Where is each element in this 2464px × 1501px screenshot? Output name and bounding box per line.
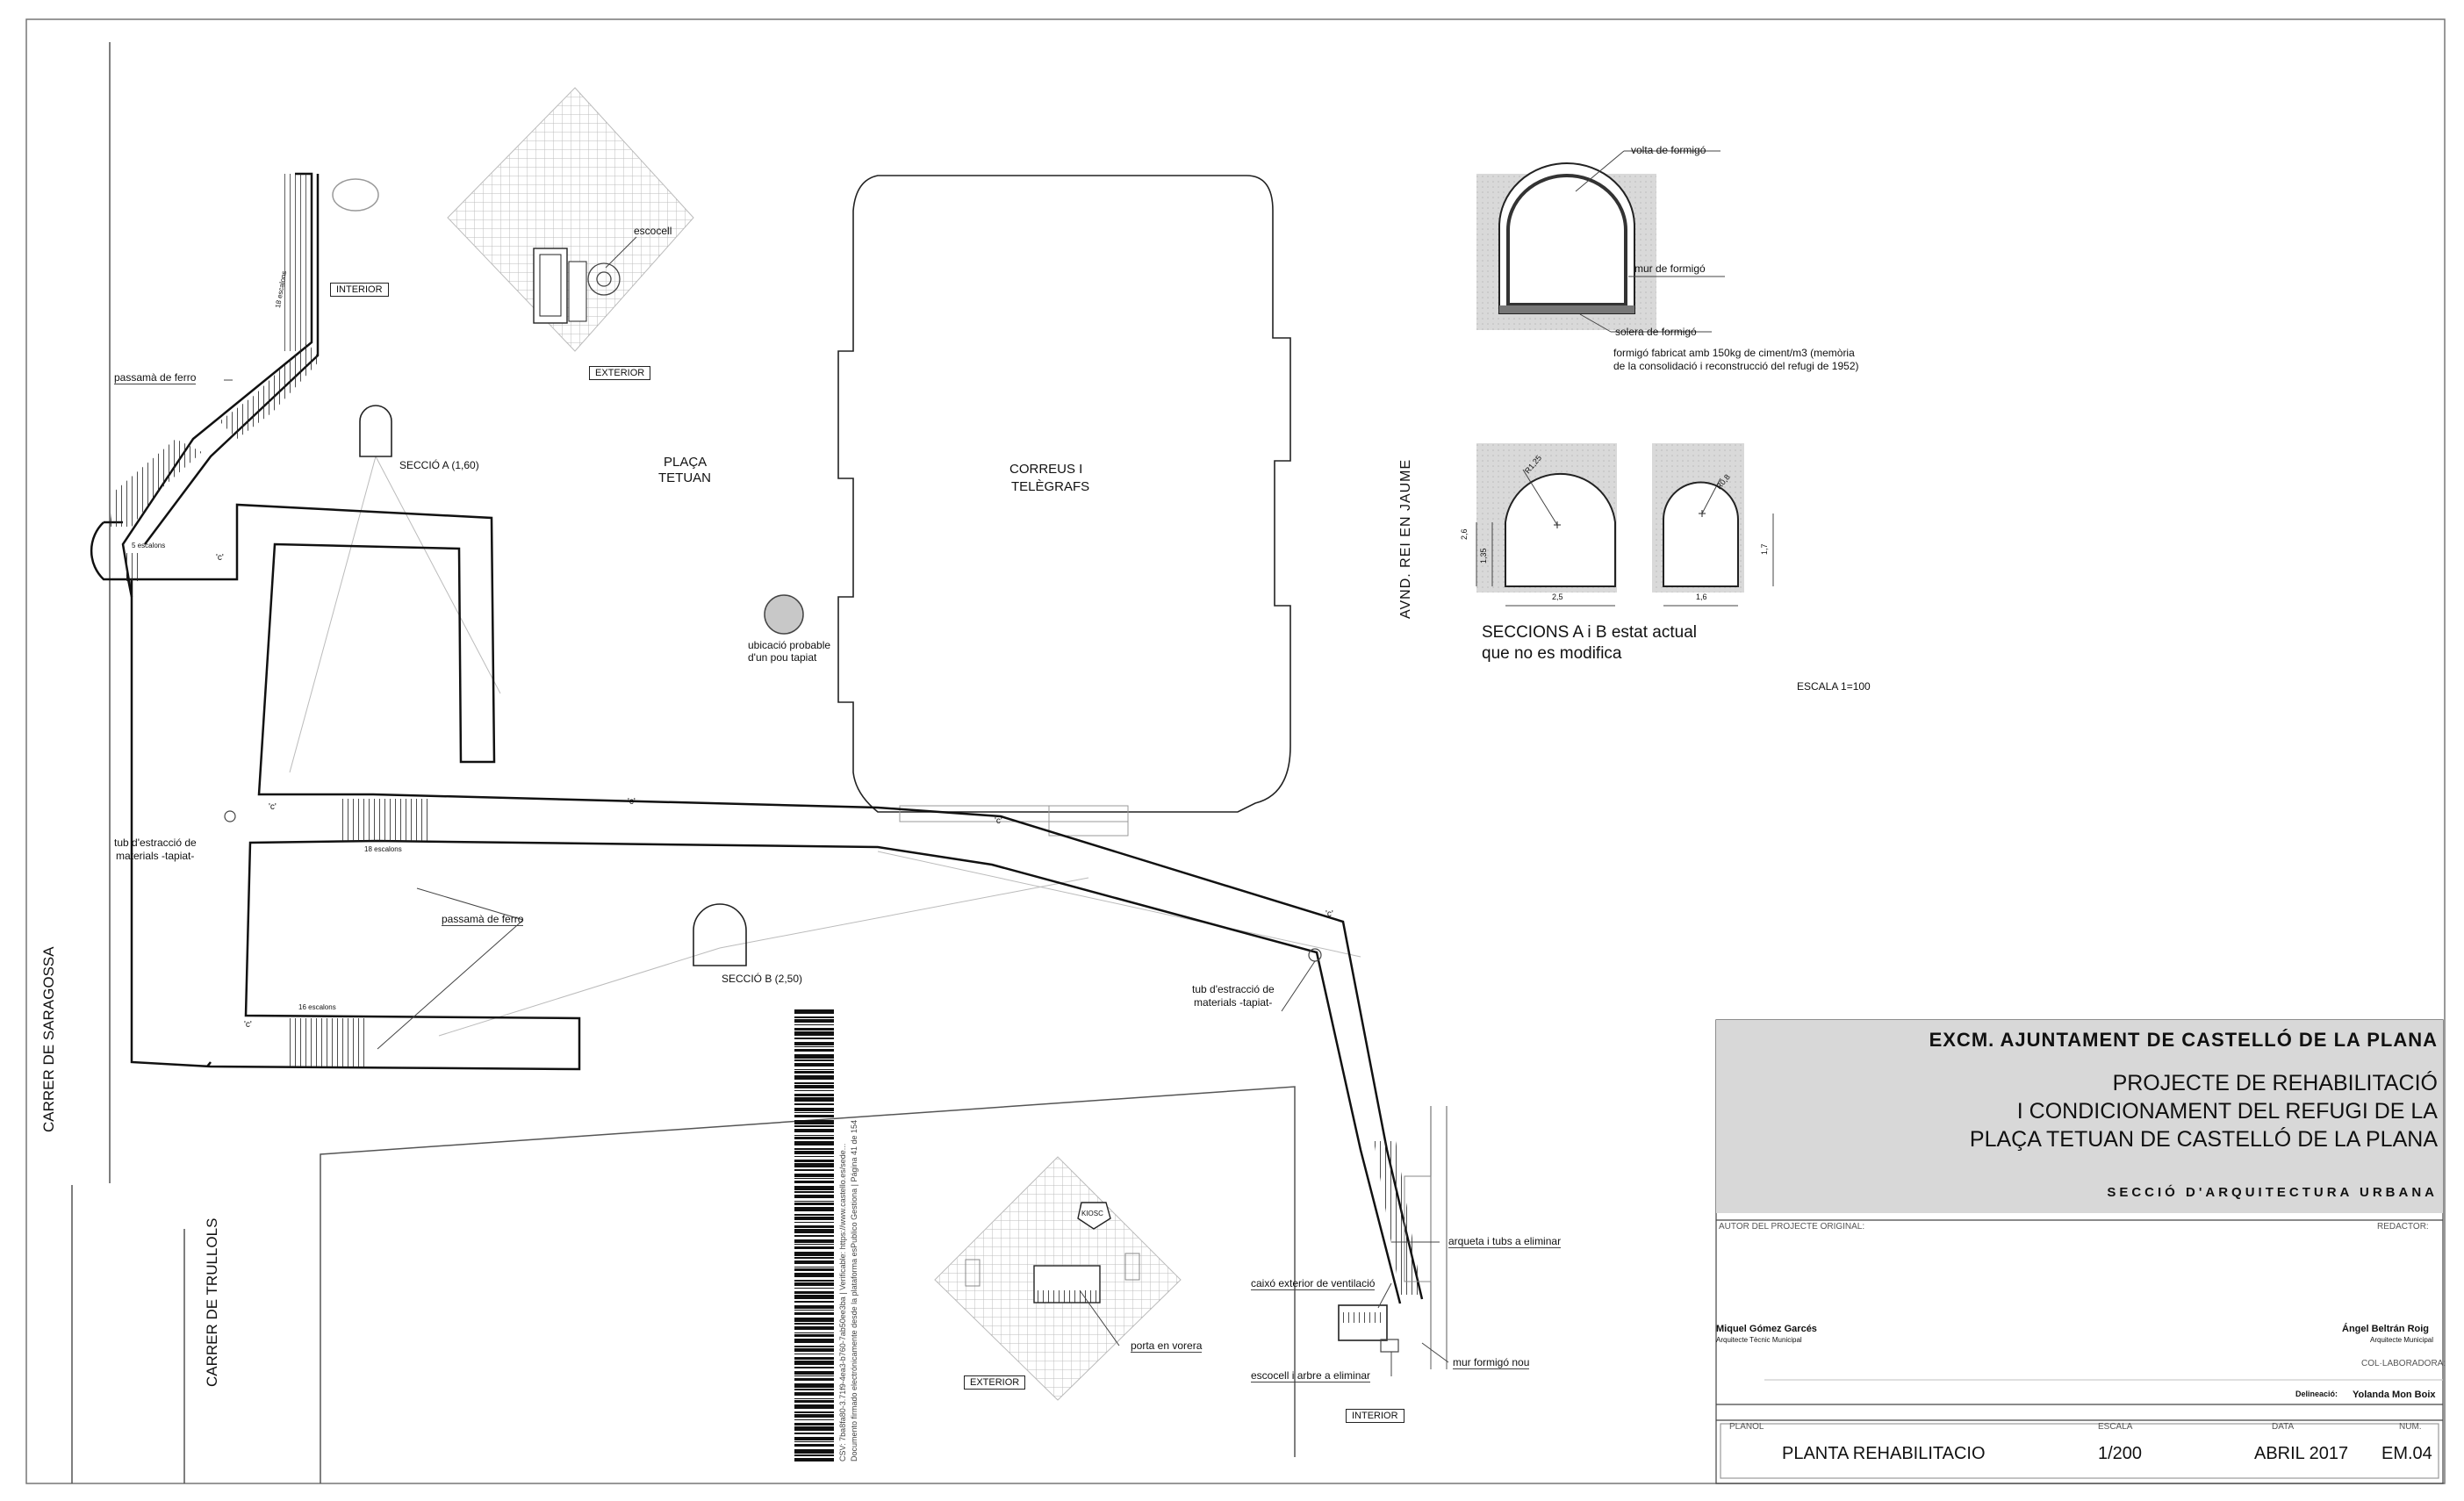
project-title-3: PLAÇA TETUAN DE CASTELLÓ DE LA PLANA [1969,1127,2438,1152]
c-mark: 'c' [216,553,224,563]
redactor-name: Ángel Beltrán Roig [2342,1324,2430,1334]
escala-detail-label: ESCALA 1=100 [1797,680,1871,693]
stairs-hatching [110,174,1422,1295]
barcode-text-2: Documento firmado electrónicamente desde… [850,1119,858,1462]
planol-label: PLANOL [1729,1422,1764,1432]
stair-count-label: 16 escalons [298,1003,336,1011]
barcode [794,1009,834,1462]
project-title-2: I CONDICIONAMENT DEL REFUGI DE LA [2016,1099,2438,1124]
seccio-b-label: SECCIÓ B (2,50) [722,973,803,985]
redactor-label: REDACTOR: [2377,1222,2429,1232]
author-name: Miquel Gómez Garcés [1716,1324,1817,1334]
collab-label: COL·LABORADORA: [2361,1359,2446,1368]
exterior-tag-bottom: EXTERIOR [964,1375,1026,1390]
exterior-diamond-bottom [934,1156,1182,1401]
formigo-note-1: formigó fabricat amb 150kg de ciment/m3 … [1613,347,1855,359]
solera-label: solera de formigó [1615,326,1697,338]
formigo-note-2: de la consolidació i reconstrucció del r… [1613,360,1859,372]
num-label: NUM. [2399,1422,2422,1432]
street-label-saragossa: CARRER DE SARAGOSSA [40,946,57,1132]
seccio-a-symbol [359,405,392,457]
correus-label-1: CORREUS I [1009,462,1083,477]
interior-tag-bottom: INTERIOR [1346,1409,1404,1423]
sheet-border [25,18,2446,1484]
seccio-a-label: SECCIÓ A (1,60) [399,459,479,471]
c-mark: 'c' [269,802,277,812]
correus-building [837,175,1291,813]
mur-nou-label: mur formigó nou [1453,1356,1530,1369]
kiosc-label: KIOSC [1081,1210,1103,1217]
c-mark: 'c' [628,797,636,807]
c-mark: 'c' [995,816,1002,826]
street-label-trullols: CARRER DE TRULLOLS [204,1217,220,1387]
stair-count-label: 5 escalons [132,542,166,549]
institution-name: EXCM. AJUNTAMENT DE CASTELLÓ DE LA PLANA [1929,1029,2438,1051]
section-a-detail [1476,443,1617,607]
escocell-arbre-label: escocell i arbre a eliminar [1251,1369,1371,1382]
typical-section-drawing [1476,150,1725,333]
delineacio-name: Yolanda Mon Boix [2353,1390,2436,1400]
dim-b-height: 1,7 [1760,543,1769,555]
tub-left-label-2: materials -tapiat- [116,850,195,862]
escala-value: 1/200 [2098,1444,2143,1463]
c-mark: 'c' [1325,909,1333,919]
leader-lines [224,236,1449,1376]
escala-label: ESCALA [2098,1422,2133,1432]
department-name: SECCIÓ D'ARQUITECTURA URBANA [2107,1185,2438,1200]
section-b-detail [1652,443,1774,607]
escocell-label: escocell [634,225,672,237]
seccions-note-1: SECCIONS A i B estat actual [1482,623,1697,642]
correus-label-2: TELÈGRAFS [1011,479,1090,494]
redactor-role: Arquitecte Municipal [2370,1336,2434,1344]
num-value: EM.04 [2381,1444,2432,1463]
seccio-b-symbol [693,903,747,966]
section-view-lines [289,456,1361,1037]
pou-label-1: ubicació probable [748,639,831,651]
volta-label: volta de formigó [1631,144,1706,156]
exterior-tag-top: EXTERIOR [589,366,651,380]
tub-left-label-1: tub d'estracció de [114,837,197,849]
arqueta-label: arqueta i tubs a eliminar [1448,1235,1562,1248]
dim-b-width: 1,6 [1696,592,1707,601]
planol-value: PLANTA REHABILITACIO [1782,1444,1986,1463]
dim-a-wall: 1,35 [1479,548,1488,564]
interior-tag-top: INTERIOR [330,283,389,297]
stair-count-label: 18 escalons [364,845,402,853]
dim-a-width: 2,5 [1552,592,1563,601]
pou-tapiat-symbol [764,594,804,635]
exterior-diamond-top [447,87,694,352]
pou-label-2: d'un pou tapiat [748,651,817,664]
mur-label: mur de formigó [1634,262,1706,275]
tree-circle [332,178,379,212]
street-label-rei-jaume: AVND. REI EN JAUME [1398,458,1413,619]
porta-vorera-label: porta en vorera [1131,1339,1203,1353]
delineacio-label: Delineació: [2295,1390,2338,1398]
c-mark: 'c' [244,1020,252,1030]
placa-label-2: TETUAN [658,470,711,485]
dim-a-total: 2,6 [1460,528,1469,540]
autor-label: AUTOR DEL PROJECTE ORIGINAL: [1719,1222,1865,1232]
tub-right-label-1: tub d'estracció de [1192,983,1275,995]
barcode-text-1: CSV: 7ba8fa80-3.71f9-4ea3-b760-7ab50ee3b… [838,1143,847,1462]
data-label: DATA [2272,1422,2295,1432]
caixo-label: caixó exterior de ventilació [1251,1277,1376,1290]
passama-label-mid: passamà de ferro [442,913,524,926]
data-value: ABRIL 2017 [2254,1444,2349,1463]
passama-label-top: passamà de ferro [114,371,197,384]
seccions-note-2: que no es modifica [1482,644,1622,663]
ventilation-box-bottom [1338,1106,1448,1369]
author-role: Arquitecte Tècnic Municipal [1716,1336,1802,1344]
tub-right-label-2: materials -tapiat- [1194,996,1273,1009]
title-block-header [1716,1020,2443,1213]
project-title-1: PROJECTE DE REHABILITACIÓ [2112,1071,2438,1095]
placa-label-1: PLAÇA [664,455,708,470]
